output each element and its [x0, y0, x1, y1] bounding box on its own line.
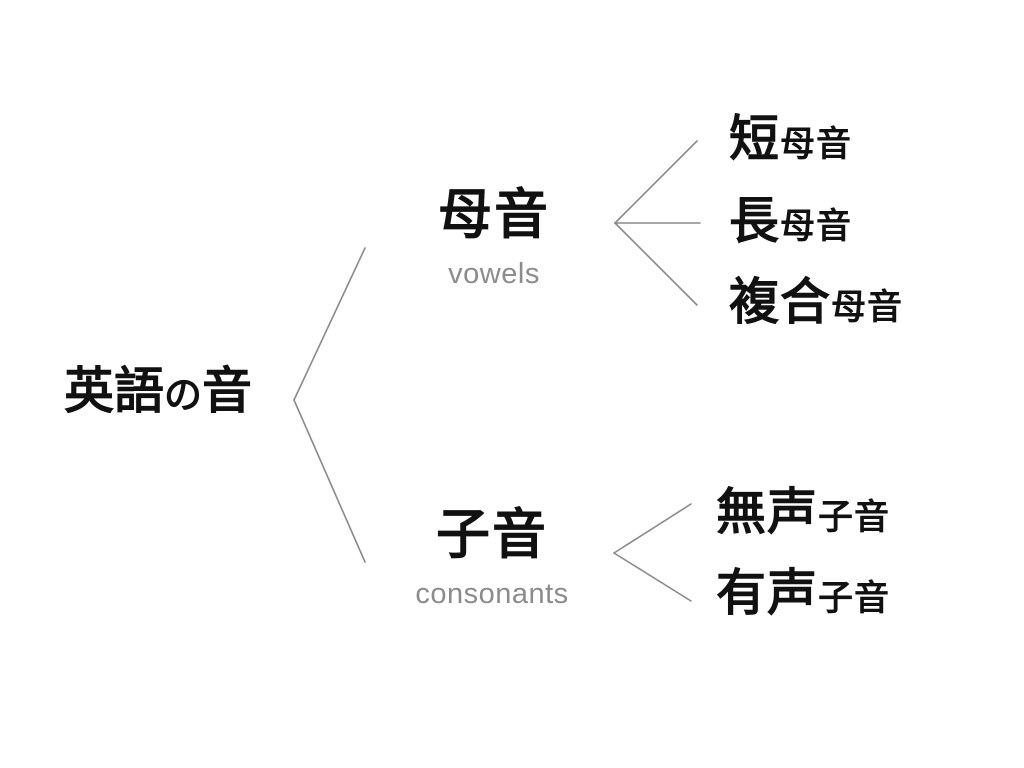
leaf-node-long-vowel: 長母音 [729, 196, 852, 246]
leaf-node-voiced: 有声子音 [716, 568, 890, 618]
leaf-node-diphthong: 複合母音 [729, 277, 903, 327]
branch-sublabel-consonants: consonants [415, 578, 569, 610]
leaf-node-voiceless: 無声子音 [716, 487, 890, 537]
branch-label-consonants: 子音 [435, 505, 548, 565]
connector-consonants-to-voiced [613, 552, 692, 602]
leaf-prefix-long-vowel: 長 [729, 193, 780, 249]
leaf-prefix-diphthong: 複合 [729, 274, 831, 330]
branch-node-vowels: 母音 vowels [438, 188, 550, 289]
leaf-suffix-long-vowel: 母音 [780, 207, 853, 246]
leaf-node-short-vowel: 短母音 [729, 114, 852, 164]
leaf-suffix-short-vowel: 母音 [780, 125, 853, 164]
leaf-suffix-voiced: 子音 [818, 579, 891, 618]
branch-sublabel-vowels: vowels [448, 258, 540, 290]
leaf-suffix-diphthong: 母音 [831, 288, 904, 327]
leaf-suffix-voiceless: 子音 [818, 498, 891, 537]
leaf-prefix-short-vowel: 短 [729, 111, 780, 167]
root-prefix: 英語 [64, 363, 164, 419]
root-node: 英語の音 [64, 366, 252, 416]
leaf-prefix-voiced: 有声 [716, 565, 818, 621]
connector-vowels-to-short-vowel [614, 140, 698, 224]
root-suffix: 音 [202, 363, 253, 419]
connector-vowels-to-diphthong [614, 222, 698, 306]
root-particle: の [164, 375, 203, 417]
leaf-prefix-voiceless: 無声 [716, 484, 818, 540]
branch-label-vowels: 母音 [438, 185, 550, 245]
branch-node-consonants: 子音 consonants [415, 508, 568, 609]
connector-consonants-to-voiceless [613, 503, 692, 554]
connector-root-to-consonants [293, 399, 366, 563]
connector-root-to-vowels [293, 247, 366, 401]
